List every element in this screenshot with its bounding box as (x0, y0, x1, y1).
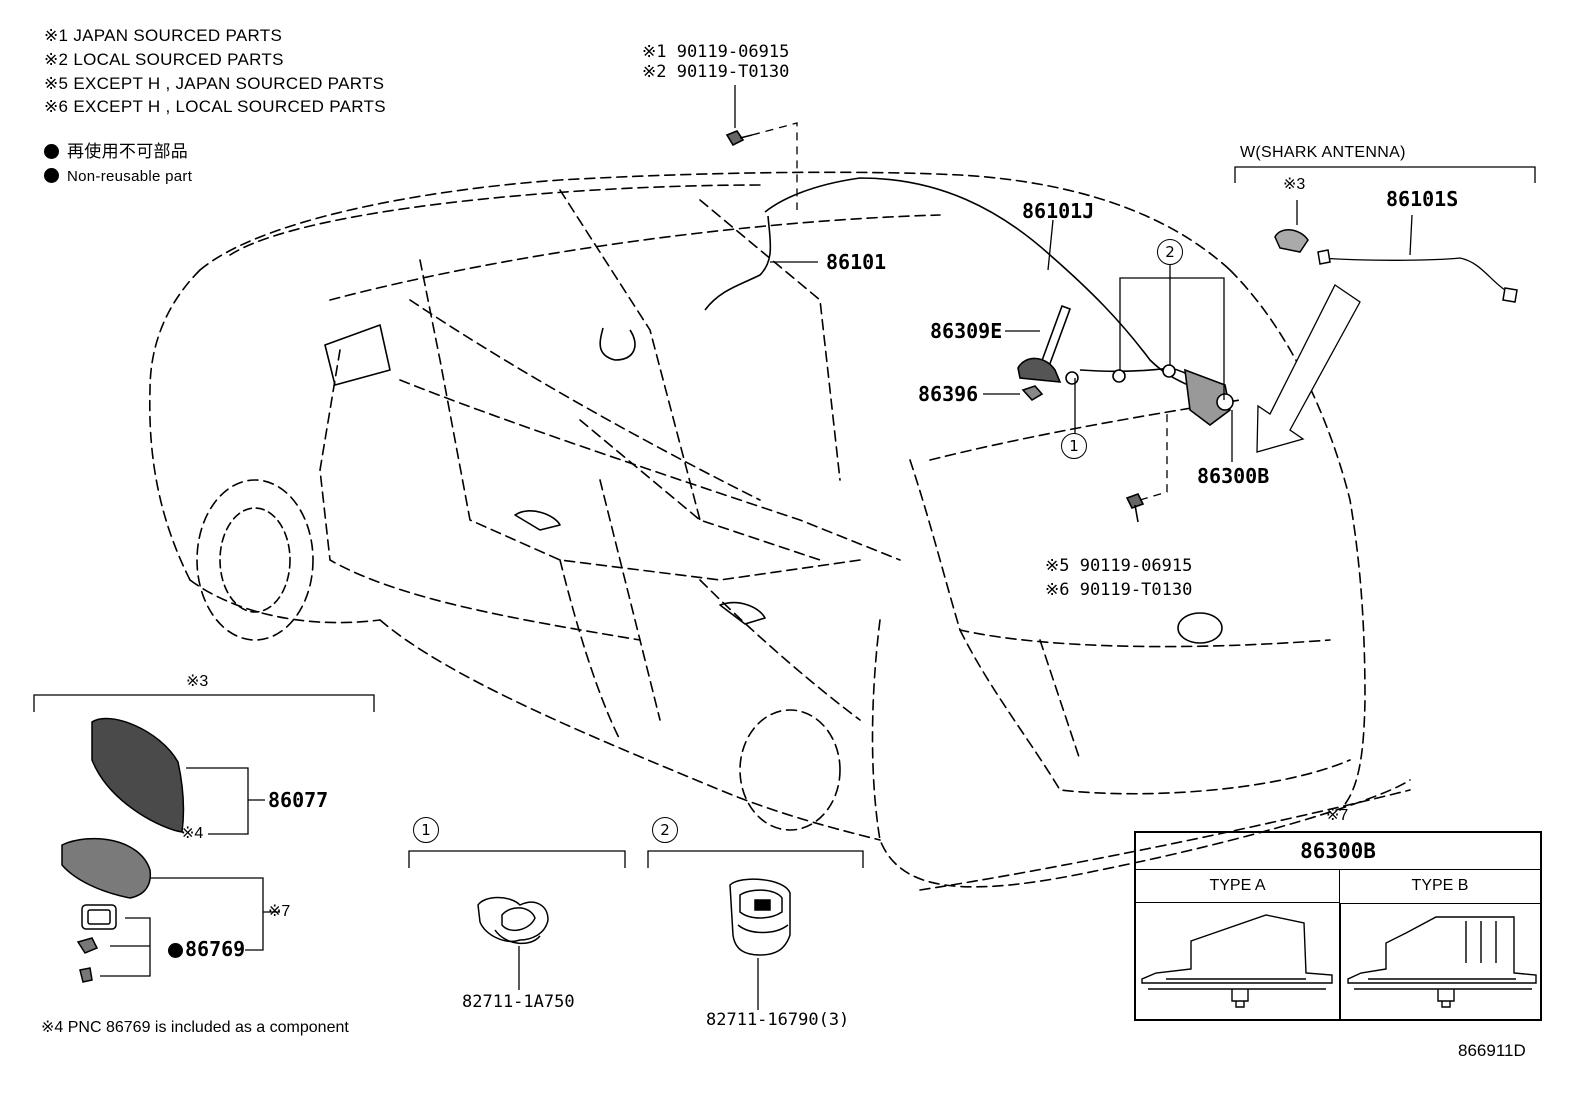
clip-callout-1: 1 (413, 817, 439, 843)
part-86769: 86769 (168, 939, 245, 959)
legend-local-sourced: ※2 LOCAL SOURCED PARTS (44, 50, 284, 69)
inset-type-a: TYPE A (1136, 869, 1340, 903)
part-86101S: 86101S (1386, 187, 1459, 211)
panel-left-mark7: ※7 (268, 903, 291, 920)
panel-left-mark: ※3 (186, 673, 209, 690)
inset-amplifier-drawings (1141, 914, 1537, 1008)
panel-left-mark4: ※4 (181, 825, 204, 842)
part-86396: 86396 (918, 382, 979, 406)
clip-callout-2: 2 (652, 817, 678, 843)
part-86101: 86101 (826, 250, 887, 274)
inset-type-b: TYPE B (1340, 869, 1540, 904)
inset-mark: ※7 (1326, 807, 1349, 824)
part-86101J: 86101J (1022, 199, 1095, 223)
lower-bolt-label-2: ※6 90119-T0130 (1045, 580, 1193, 600)
bullet-icon (44, 144, 59, 159)
legend-nonreusable-en: Non-reusable part (44, 168, 192, 184)
lower-bolt-label-1: ※5 90119-06915 (1045, 556, 1193, 576)
part-86300B: 86300B (1197, 464, 1270, 488)
part-82711-1A750: 82711-1A750 (462, 992, 575, 1012)
callout-2: 2 (1157, 239, 1183, 265)
shark-antenna-title: W(SHARK ANTENNA) (1240, 144, 1406, 161)
inset-86300B-types: 86300B TYPE A TYPE B (1134, 831, 1542, 1021)
legend-except-h-japan: ※5 EXCEPT H , JAPAN SOURCED PARTS (44, 74, 385, 93)
top-bolt-label-1: ※1 90119-06915 (642, 42, 790, 62)
legend-japan-sourced: ※1 JAPAN SOURCED PARTS (44, 26, 283, 45)
legend-except-h-local: ※6 EXCEPT H , LOCAL SOURCED PARTS (44, 97, 386, 116)
top-bolt-label-2: ※2 90119-T0130 (642, 62, 790, 82)
callout-1: 1 (1061, 433, 1087, 459)
diagram-id: 866911D (1458, 1041, 1526, 1060)
inset-divider (1339, 903, 1341, 1019)
part-86309E: 86309E (930, 319, 1003, 343)
shark-antenna-mark: ※3 (1283, 176, 1306, 193)
footnote: ※4 PNC 86769 is included as a component (41, 1019, 349, 1036)
part-86769-text: 86769 (185, 937, 246, 961)
bullet-icon (44, 168, 59, 183)
legend-nonreusable-jp-text: 再使用不可部品 (67, 142, 189, 161)
legend-nonreusable-en-text: Non-reusable part (67, 168, 193, 185)
inset-title: 86300B (1136, 833, 1540, 870)
part-86077: 86077 (268, 788, 329, 812)
legend-nonreusable-jp: 再使用不可部品 (44, 143, 188, 160)
nonreusable-bullet-icon (168, 943, 183, 958)
part-82711-16790: 82711-16790(3) (706, 1010, 850, 1030)
